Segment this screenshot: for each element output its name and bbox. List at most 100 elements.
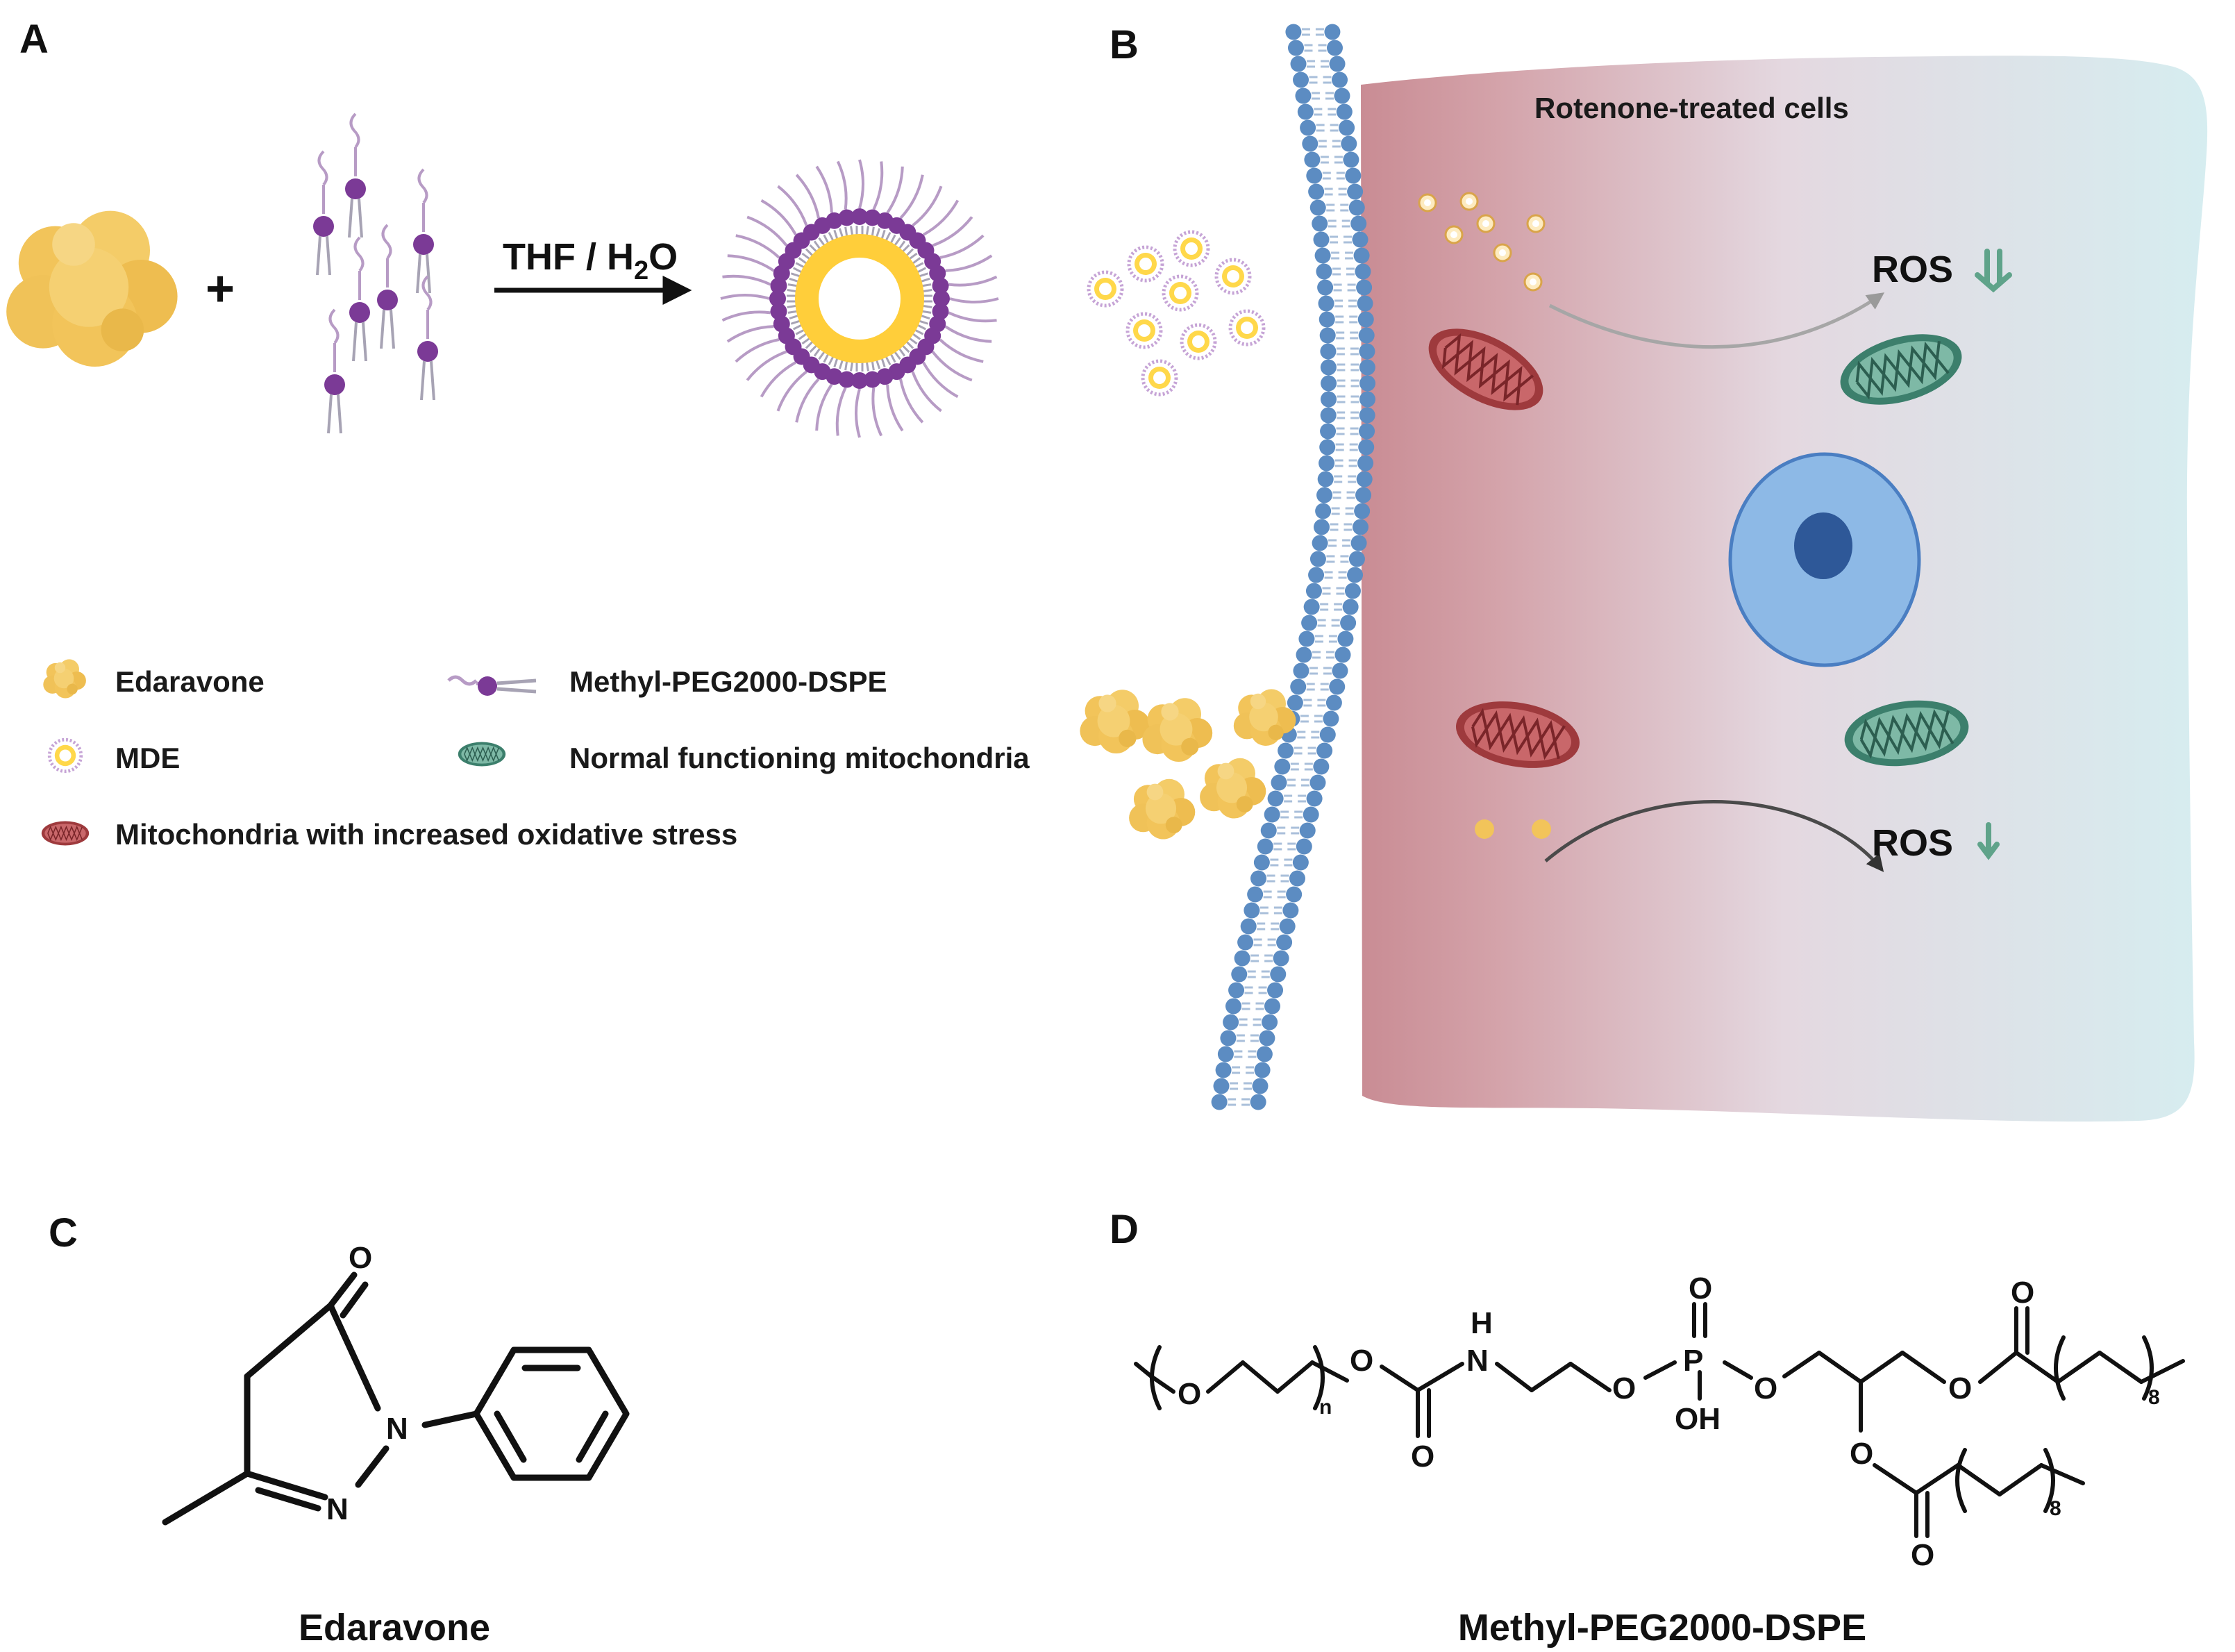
membrane-head — [1308, 567, 1325, 583]
membrane-head — [1319, 439, 1336, 456]
membrane-head — [1317, 279, 1334, 296]
membrane-head — [1254, 1062, 1271, 1078]
peg-atom-o7: O — [1850, 1437, 1873, 1471]
peg-tail — [735, 234, 780, 259]
peg-tail — [948, 311, 997, 323]
peg-atom-oh: OH — [1675, 1402, 1721, 1436]
peg-molecule-icon — [376, 224, 399, 350]
panel-label-a: A — [19, 17, 49, 62]
membrane-head — [1271, 774, 1287, 791]
mde-particle-icon — [1230, 311, 1264, 344]
mde-tiny-icon — [1459, 192, 1479, 211]
membrane-head — [1225, 998, 1241, 1015]
peg-tail — [912, 185, 943, 227]
membrane-head — [1262, 1014, 1278, 1031]
peg-subscript-8a: 8 — [2148, 1386, 2160, 1409]
peg-atom-p: P — [1683, 1344, 1703, 1378]
membrane-head — [1282, 902, 1299, 919]
mde-micelle-icon — [720, 159, 999, 438]
peg-tail — [795, 378, 820, 423]
edaravone-cluster-icon — [1080, 690, 1150, 753]
membrane-head — [1348, 199, 1365, 216]
membrane-head — [1298, 631, 1315, 647]
membrane-head — [1320, 423, 1337, 440]
membrane-head — [1324, 24, 1341, 40]
membrane-head — [1267, 790, 1284, 807]
membrane-head — [1352, 519, 1368, 535]
membrane-head — [1292, 854, 1309, 871]
mde-particle-icon — [1089, 272, 1122, 306]
membrane-head — [1345, 167, 1362, 184]
membrane-head — [1252, 1078, 1269, 1094]
membrane-head — [1308, 183, 1325, 200]
membrane-head — [1347, 183, 1364, 200]
membrane-head — [1301, 615, 1318, 631]
edaravone-outside — [1080, 689, 1296, 840]
membrane-head — [1303, 806, 1319, 823]
peg-tail — [911, 371, 942, 412]
peg-molecule-icon — [348, 236, 371, 362]
peg-head — [770, 303, 787, 320]
edaravone-cluster-icon — [6, 210, 178, 367]
peg-tail — [727, 254, 775, 272]
panel-label-d: D — [1110, 1207, 1139, 1252]
peg-head — [932, 277, 949, 294]
membrane-head — [1253, 854, 1270, 871]
membrane-head — [1247, 886, 1264, 903]
plus-sign: + — [206, 261, 235, 317]
membrane-head — [1256, 1046, 1273, 1062]
membrane-head — [1321, 375, 1337, 392]
membrane-head — [1354, 503, 1371, 519]
peg-tail — [939, 234, 985, 259]
membrane-head — [1359, 343, 1375, 360]
peg-tail — [871, 387, 883, 437]
peg-tail — [815, 165, 833, 213]
legend-peg-label: Methyl-PEG2000-DSPE — [569, 665, 887, 698]
ros-bottom-label: ROS — [1872, 822, 1953, 864]
mde-particle-icon — [1128, 314, 1161, 347]
membrane-head — [1290, 678, 1307, 695]
mde-particles-outside — [1089, 232, 1264, 394]
mde-tiny-icon — [1526, 214, 1546, 233]
edaravone-dot-icon — [1475, 819, 1494, 839]
mde-tiny-icon — [1493, 243, 1512, 262]
peg-tail — [836, 160, 848, 210]
legend-stressed-mito-icon — [41, 820, 90, 846]
membrane-head — [1316, 487, 1333, 503]
membrane-head — [1306, 790, 1323, 807]
pathway-arrow-top — [1548, 292, 1885, 349]
membrane-head — [1340, 615, 1357, 631]
membrane-head — [1353, 247, 1370, 264]
ros-double-down-arrow-icon — [1975, 249, 2012, 293]
panel-label-c: C — [49, 1210, 78, 1255]
membrane-head — [1319, 311, 1335, 328]
mde-particle-icon — [1175, 232, 1208, 265]
membrane-head — [1223, 1014, 1239, 1031]
membrane-head — [1320, 343, 1337, 360]
peg-tail — [886, 166, 904, 214]
membrane-head — [1358, 439, 1375, 456]
membrane-head — [1348, 551, 1365, 567]
edaravone-dot-icon — [1532, 819, 1551, 839]
peg-tail — [760, 199, 797, 236]
peg-head — [838, 209, 855, 226]
peg-tail — [735, 338, 780, 363]
membrane-head — [1228, 982, 1245, 999]
edaravone-cluster-icon — [1200, 758, 1266, 819]
peg-tail — [939, 338, 984, 363]
membrane-head — [1316, 263, 1332, 280]
membrane-head — [1337, 631, 1354, 647]
membrane-head — [1273, 950, 1289, 967]
mde-particle-icon — [1216, 260, 1250, 293]
membrane-head — [1293, 662, 1309, 679]
ros-top-label: ROS — [1872, 249, 1953, 290]
membrane-head — [1296, 838, 1312, 855]
peg-head — [932, 303, 949, 320]
membrane-head — [1318, 295, 1334, 312]
peg-tail — [899, 174, 924, 219]
legend-normal-mito-icon — [458, 741, 506, 767]
peg-head — [770, 277, 787, 294]
peg-head — [933, 290, 950, 307]
peg-head — [929, 265, 946, 282]
